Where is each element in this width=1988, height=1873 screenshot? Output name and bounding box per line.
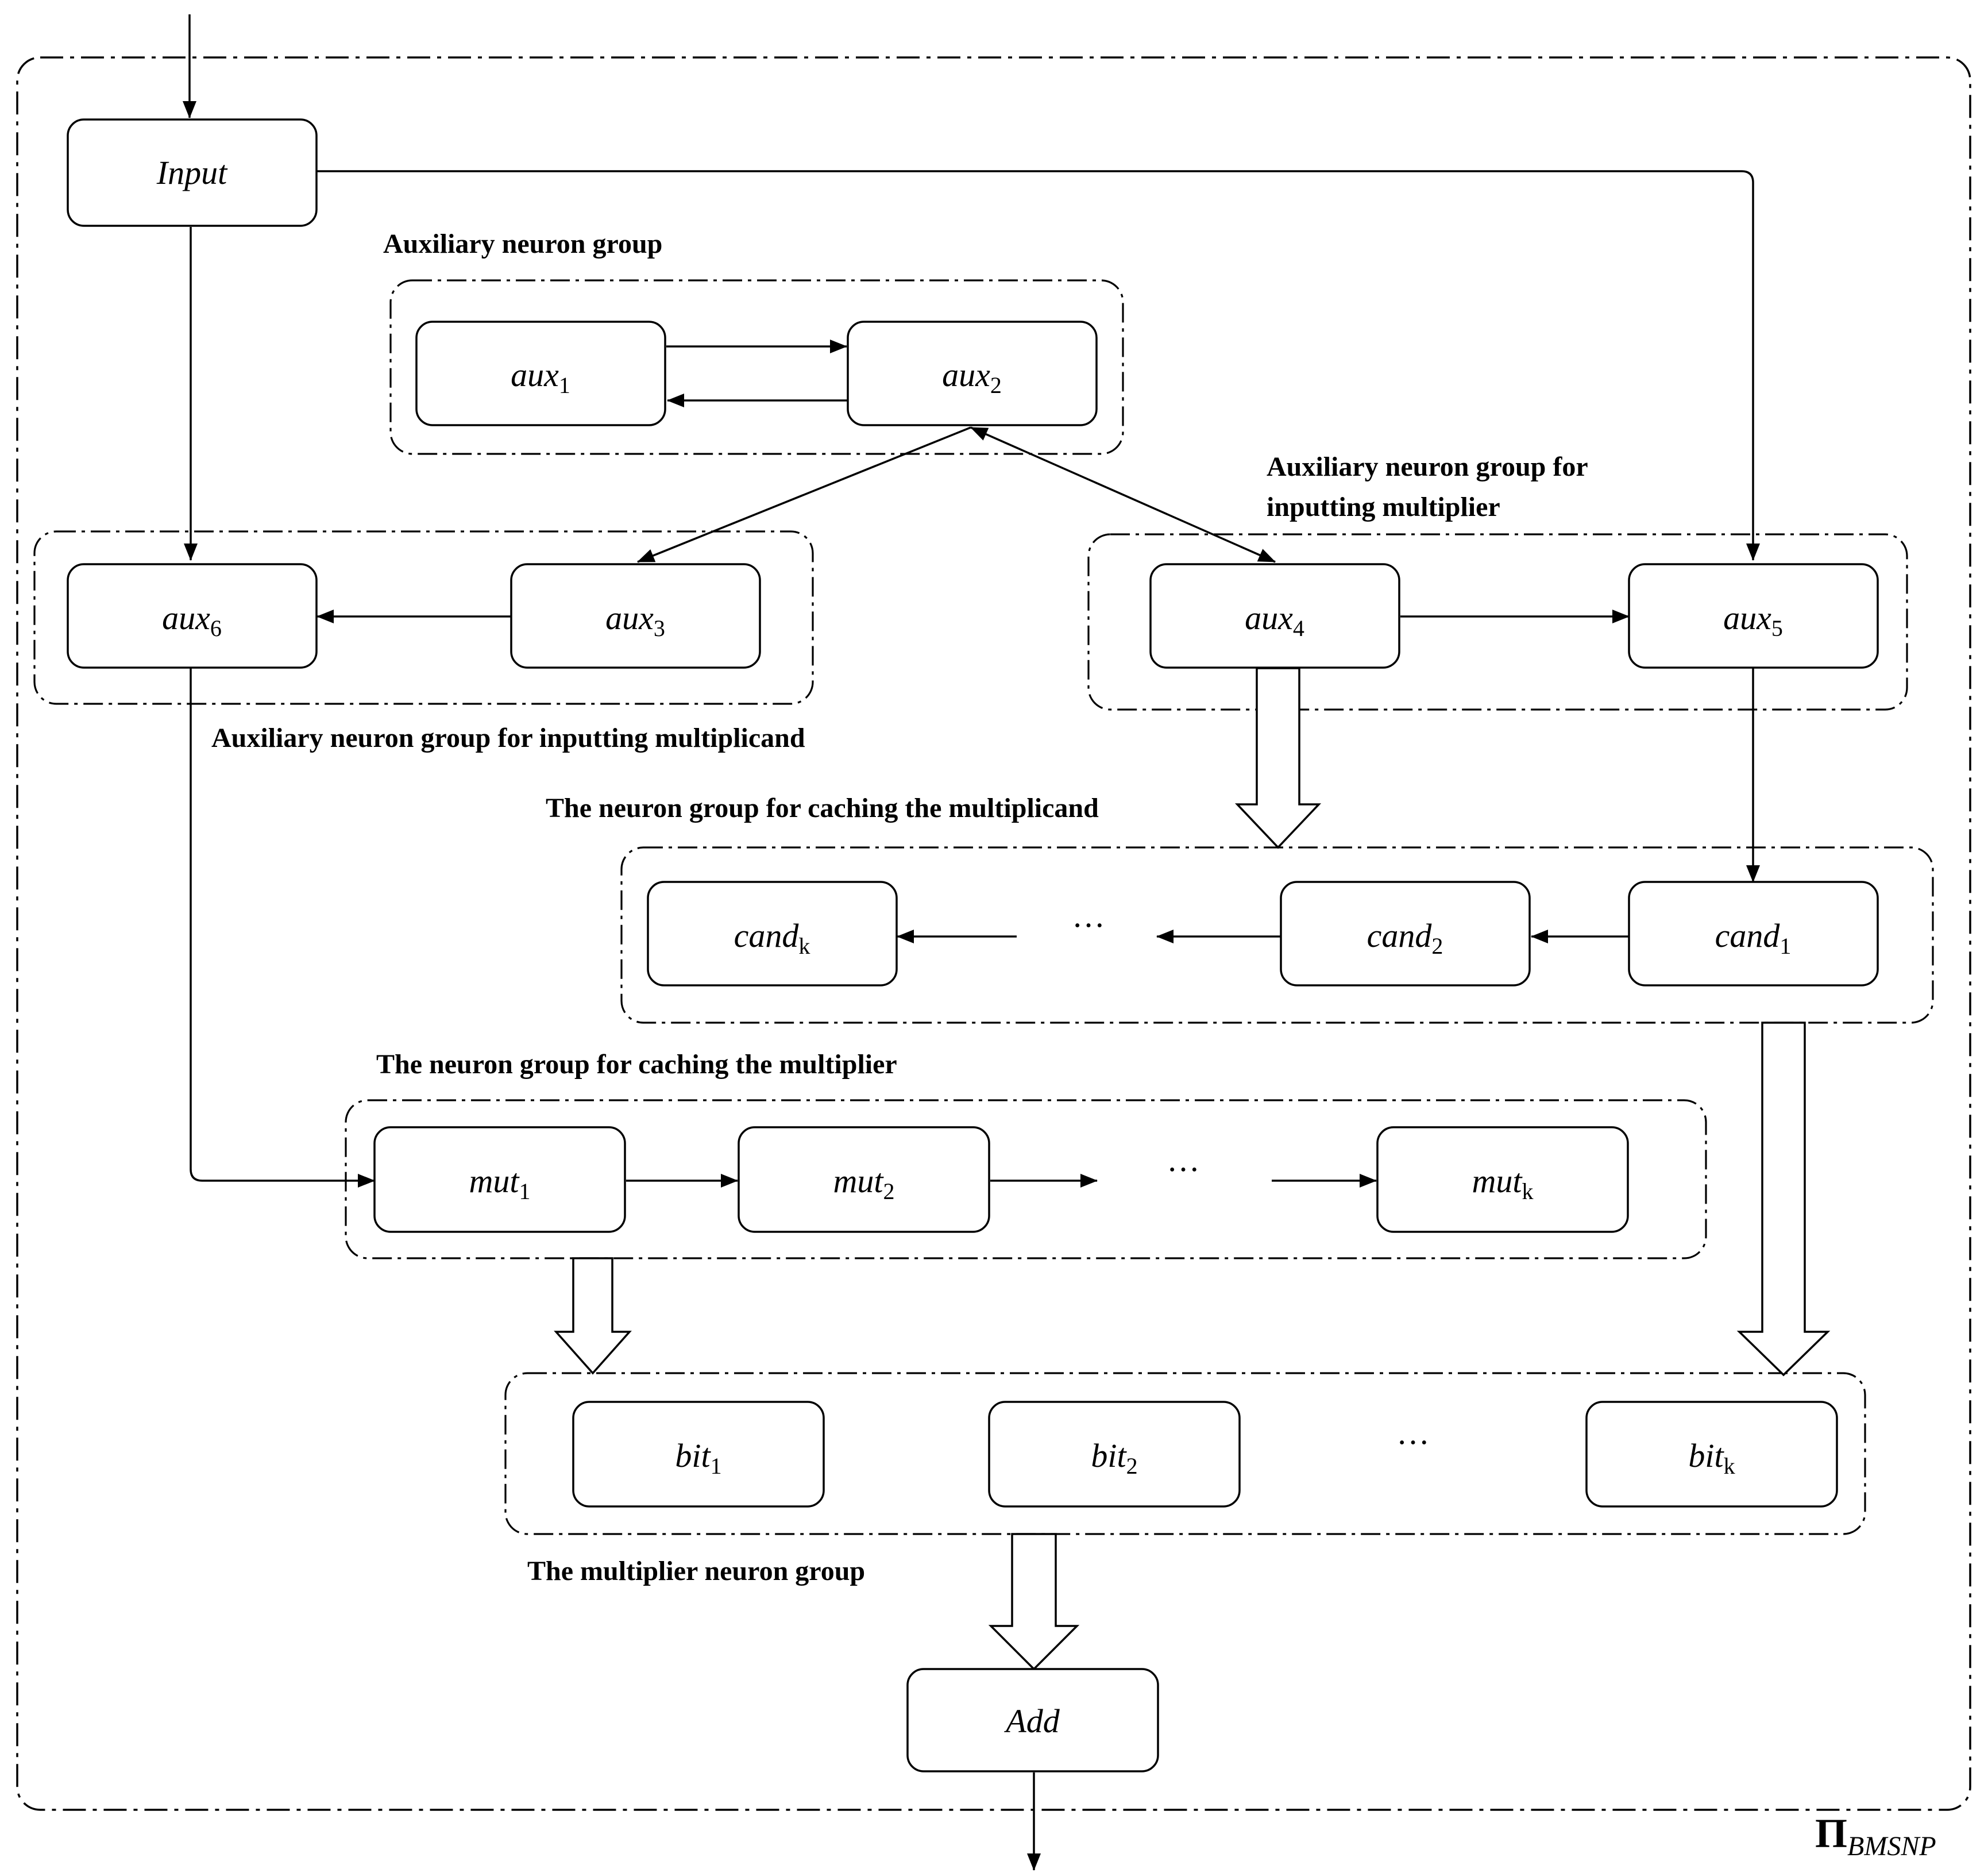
aux3-sub: 3 bbox=[654, 615, 665, 641]
svg-text:mut1: mut1 bbox=[469, 1162, 531, 1204]
pi-subscript: BMSNP bbox=[1847, 1831, 1936, 1862]
svg-text:Input: Input bbox=[156, 154, 228, 191]
svg-text:aux4: aux4 bbox=[1245, 599, 1304, 641]
cand1-base: cand bbox=[1715, 917, 1781, 954]
multiplier-group-box bbox=[504, 1372, 1866, 1535]
mut2-node: mut2 bbox=[738, 1126, 990, 1233]
caching-multiplicand-group-label: The neuron group for caching the multipl… bbox=[546, 793, 1099, 823]
bit1-node: bit1 bbox=[572, 1401, 825, 1508]
mut1-sub: 1 bbox=[519, 1178, 531, 1204]
svg-text:mut2: mut2 bbox=[833, 1162, 895, 1204]
add-node-label: Add bbox=[1003, 1702, 1060, 1740]
system-frame bbox=[16, 56, 1971, 1811]
aux4-node: aux4 bbox=[1149, 563, 1400, 669]
mut1-base: mut bbox=[469, 1162, 520, 1200]
cand-k-sub: k bbox=[798, 933, 810, 959]
mut-k-sub: k bbox=[1522, 1178, 1534, 1204]
mut2-sub: 2 bbox=[883, 1178, 895, 1204]
cand1-sub: 1 bbox=[1779, 933, 1791, 959]
cand-k-base: cand bbox=[734, 917, 800, 954]
caching-multiplier-group-box bbox=[345, 1099, 1707, 1259]
multiplier-input-group-box bbox=[1087, 533, 1908, 711]
bit1-sub: 1 bbox=[711, 1453, 722, 1479]
edge-aux2-aux4 bbox=[970, 426, 1276, 563]
add-node: Add bbox=[906, 1668, 1159, 1772]
edge-aux6-mut1 bbox=[190, 668, 375, 1188]
bit1-base: bit bbox=[675, 1437, 711, 1474]
mut1-node: mut1 bbox=[373, 1126, 626, 1233]
cand2-sub: 2 bbox=[1431, 933, 1443, 959]
aux4-sub: 4 bbox=[1293, 615, 1304, 641]
block-arrow-aux4-to-cands bbox=[1234, 667, 1322, 849]
svg-text:Add: Add bbox=[1003, 1702, 1060, 1740]
block-arrow-cand1-to-bitk bbox=[1736, 1022, 1831, 1377]
system-pi-label: ΠBMSNP bbox=[1815, 1810, 1936, 1862]
aux1-base: aux bbox=[511, 356, 559, 394]
mut-k-node: mutk bbox=[1376, 1126, 1629, 1233]
pi-symbol: Π bbox=[1815, 1810, 1847, 1856]
cand2-base: cand bbox=[1367, 917, 1433, 954]
aux1-node: aux1 bbox=[415, 321, 666, 426]
bit-k-base: bit bbox=[1688, 1437, 1724, 1474]
svg-text:cand2: cand2 bbox=[1367, 917, 1443, 959]
svg-text:aux1: aux1 bbox=[511, 356, 570, 398]
svg-text:aux5: aux5 bbox=[1723, 599, 1783, 641]
svg-text:aux6: aux6 bbox=[162, 599, 222, 641]
svg-text:cand1: cand1 bbox=[1715, 917, 1792, 959]
edge-input-aux5 bbox=[317, 170, 1760, 561]
aux2-base: aux bbox=[942, 356, 990, 394]
cand2-node: cand2 bbox=[1280, 881, 1531, 986]
aux5-sub: 5 bbox=[1771, 615, 1783, 641]
bit2-base: bit bbox=[1091, 1437, 1127, 1474]
multiplicand-input-group-box bbox=[33, 530, 814, 705]
aux6-node: aux6 bbox=[67, 563, 318, 669]
aux5-base: aux bbox=[1723, 599, 1771, 637]
bit-ellipsis: ··· bbox=[1396, 1424, 1430, 1461]
input-node-label: Input bbox=[156, 154, 228, 191]
aux2-sub: 2 bbox=[990, 372, 1002, 398]
cand-k-node: candk bbox=[647, 881, 898, 986]
aux3-base: aux bbox=[605, 599, 654, 637]
block-arrow-mut-to-bits bbox=[554, 1257, 632, 1375]
aux2-node: aux2 bbox=[847, 321, 1098, 426]
input-node: Input bbox=[67, 118, 318, 227]
cand-ellipsis: ··· bbox=[1072, 907, 1105, 944]
multiplicand-input-group-label: Auxiliary neuron group for inputting mul… bbox=[211, 723, 805, 753]
aux6-base: aux bbox=[162, 599, 210, 637]
multiplier-input-group-label-line1: Auxiliary neuron group for bbox=[1267, 452, 1588, 482]
bit-k-node: bitk bbox=[1585, 1401, 1838, 1508]
mut2-base: mut bbox=[833, 1162, 885, 1200]
bit2-sub: 2 bbox=[1126, 1453, 1138, 1479]
edge-aux2-aux3 bbox=[637, 426, 971, 563]
block-arrow-bits-to-add bbox=[988, 1533, 1080, 1671]
mut-ellipsis: ··· bbox=[1167, 1151, 1200, 1188]
svg-text:bit1: bit1 bbox=[675, 1437, 721, 1479]
svg-text:aux2: aux2 bbox=[942, 356, 1002, 398]
aux6-sub: 6 bbox=[210, 615, 222, 641]
aux5-node: aux5 bbox=[1628, 563, 1879, 669]
auxiliary-group-label: Auxiliary neuron group bbox=[383, 229, 662, 259]
caching-multiplier-group-label: The neuron group for caching the multipl… bbox=[376, 1049, 897, 1080]
multiplier-input-group-label-line2: inputting multiplier bbox=[1267, 492, 1500, 522]
mut-k-base: mut bbox=[1472, 1162, 1523, 1200]
multiplier-group-label: The multiplier neuron group bbox=[527, 1556, 865, 1586]
aux3-node: aux3 bbox=[510, 563, 761, 669]
svg-text:candk: candk bbox=[734, 917, 810, 959]
svg-text:bitk: bitk bbox=[1688, 1437, 1735, 1479]
svg-text:bit2: bit2 bbox=[1091, 1437, 1137, 1479]
bit-k-sub: k bbox=[1724, 1453, 1735, 1479]
aux4-base: aux bbox=[1245, 599, 1293, 637]
cand1-node: cand1 bbox=[1628, 881, 1879, 986]
svg-text:mutk: mutk bbox=[1472, 1162, 1534, 1204]
svg-text:aux3: aux3 bbox=[605, 599, 665, 641]
aux1-sub: 1 bbox=[559, 372, 570, 398]
bit2-node: bit2 bbox=[988, 1401, 1241, 1508]
